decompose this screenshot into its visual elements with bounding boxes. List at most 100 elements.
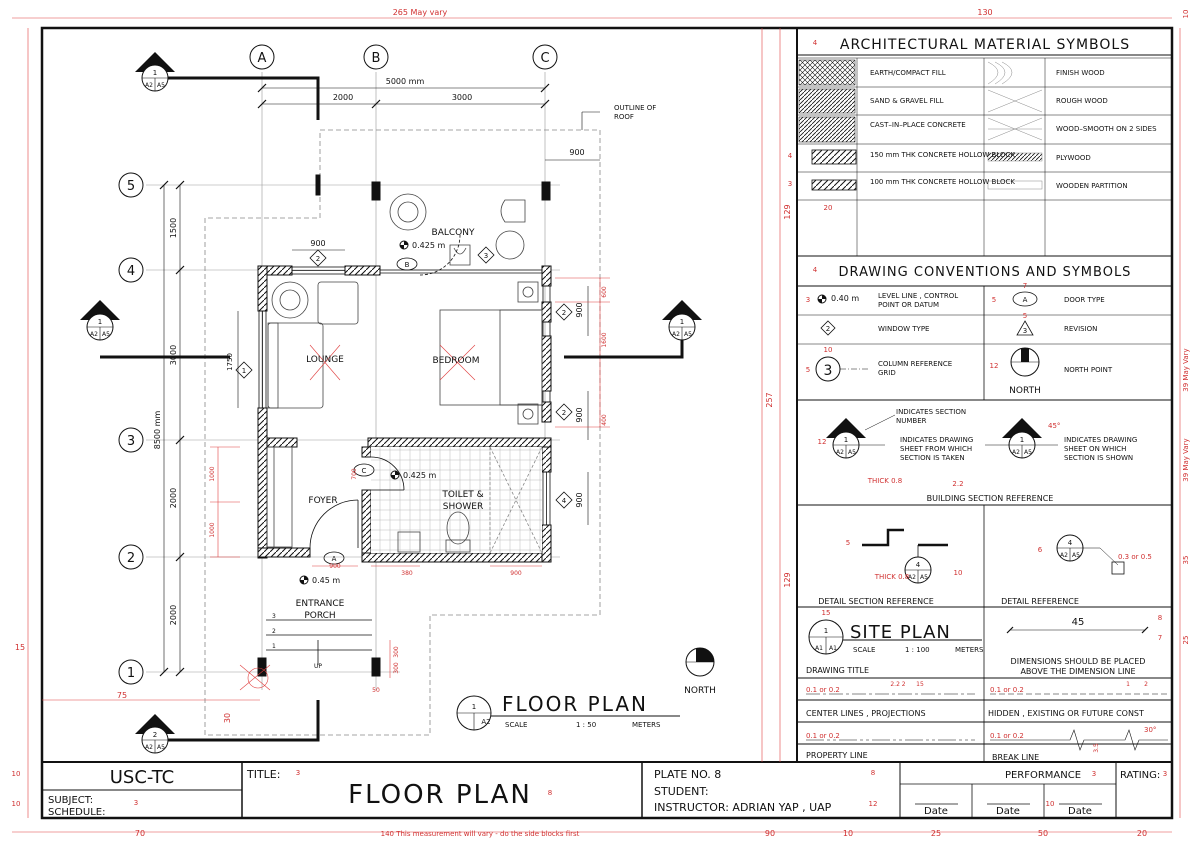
room-balcony: BALCONY (432, 228, 475, 238)
tb-dim-3d: 3 (134, 799, 138, 807)
swatch-plywood (987, 152, 1043, 162)
dim-39-may-vary-b: 39 May Vary (1182, 438, 1190, 481)
roof-label-1: OUTLINE OF (614, 104, 656, 112)
title-block (42, 762, 1117, 818)
svg-text:A5: A5 (1024, 449, 1032, 456)
svg-text:C: C (362, 467, 367, 475)
dim-top-left: 265 May vary (393, 8, 448, 17)
dim-win-1750: 1750 (226, 353, 234, 371)
dim-2000-v: 2000 (169, 488, 178, 508)
furniture (266, 193, 543, 553)
dim-2000-v2: 2000 (169, 605, 178, 625)
dim-panel-5d: 5 (846, 539, 850, 547)
svg-text:A2: A2 (1060, 552, 1068, 559)
tb-title-label: TITLE: (246, 768, 280, 781)
up-label: UP (314, 663, 322, 670)
dim-bottom-50: 50 (1038, 829, 1048, 838)
window-tag-1: 1 (235, 361, 253, 379)
door-tag-B: B (396, 257, 418, 271)
svg-text:1: 1 (98, 318, 102, 326)
grid-label-2: 2 (127, 551, 135, 566)
tb-dim-10c: 10 (12, 800, 21, 808)
svg-text:1: 1 (1020, 436, 1024, 444)
dim-2-2-2: 2.2 2 (890, 681, 905, 688)
dim-panel-5b: 5 (1023, 312, 1027, 320)
sec-on-1: INDICATES DRAWING (1064, 436, 1137, 444)
dim-red-1000b: 1000 (209, 522, 216, 537)
dim-red-50: 50 (372, 687, 380, 694)
dim-panel-7b: 7 (1158, 634, 1162, 642)
svg-text:3: 3 (1023, 327, 1027, 335)
dim-257: 257 (765, 392, 774, 407)
section-marker-top: 1 A2 A5 (135, 52, 175, 92)
sec-on-2: SHEET ON WHICH (1064, 445, 1126, 453)
conv-door-symbol: A (1012, 291, 1038, 307)
svg-text:4: 4 (562, 497, 567, 505)
swatch-concrete (798, 116, 856, 143)
conv-level-label-2: POINT OR DATUM (878, 301, 939, 309)
svg-text:0.40 m: 0.40 m (831, 294, 859, 303)
dim-1: 1 (1126, 681, 1130, 688)
plan-scale-value: 1 : 50 (576, 721, 596, 729)
dim-win-900d: 900 (575, 492, 584, 507)
svg-text:A2: A2 (908, 574, 916, 581)
sec-45deg: 45° (1048, 422, 1060, 430)
grid-bubble-3: 3 (118, 427, 144, 453)
dim-1500: 1500 (169, 218, 178, 238)
section-cut-lines (100, 76, 600, 742)
svg-text:1: 1 (242, 367, 246, 375)
tb-dim-3b: 3 (1092, 770, 1096, 778)
section-marker-right: 1 A2 A5 (600, 300, 702, 359)
grid-bubble-5: 5 (118, 172, 144, 198)
dim-red-400: 400 (601, 414, 608, 426)
section-marker-left: 1 A2 A5 (80, 300, 120, 341)
svg-text:4: 4 (1068, 539, 1073, 547)
grid-label-3: 3 (127, 434, 135, 449)
svg-text:A2: A2 (836, 449, 844, 456)
plan-dimensions-top (257, 83, 550, 109)
level-balcony: 0.425 m (412, 241, 445, 250)
conventions-title: DRAWING CONVENTIONS AND SYMBOLS (839, 265, 1132, 280)
plan-title-block: 1 A2 FLOOR PLAN SCALE 1 : 50 METERS (456, 692, 680, 731)
material-concrete: CAST–IN–PLACE CONCRETE (870, 121, 966, 129)
tb-date-2: Date (996, 806, 1020, 817)
conv-window-symbol: 2 (820, 320, 836, 336)
material-rough-wood: ROUGH WOOD (1056, 97, 1108, 105)
detail-ref: DETAIL REFERENCE (1001, 597, 1079, 606)
svg-text:1: 1 (824, 627, 828, 635)
svg-text:A5: A5 (1072, 552, 1080, 559)
svg-text:3: 3 (272, 613, 276, 620)
dim-bottom-mid: 140 This measurement will vary - do the … (381, 830, 580, 838)
tb-title: FLOOR PLAN (348, 780, 532, 810)
sec-from-2: SHEET FROM WHICH (900, 445, 972, 453)
grid-bubble-B: B (363, 44, 389, 70)
grid-lines (146, 72, 560, 690)
grid-label-5: 5 (127, 179, 135, 194)
dim-overhang: 900 (569, 148, 584, 157)
grid-label-C: C (540, 51, 549, 66)
sec-from-1: INDICATES DRAWING (900, 436, 973, 444)
svg-text:A2: A2 (481, 718, 490, 726)
doors (309, 234, 461, 549)
detail-dot-size: 0.3 or 0.5 (1118, 553, 1152, 561)
dim-129b: 129 (783, 572, 792, 587)
svg-text:3: 3 (824, 363, 833, 379)
svg-text:A: A (1023, 296, 1028, 304)
dim-2-b: 2 (1144, 681, 1148, 688)
dim-panel-10b: 10 (954, 569, 963, 577)
conv-detail-section: 4 A2 A5 (862, 528, 948, 584)
dim-top-right: 130 (977, 8, 992, 17)
dim-35-break: 3.5 (1093, 743, 1100, 753)
svg-text:1: 1 (844, 436, 848, 444)
detail-section-ref: DETAIL SECTION REFERENCE (818, 597, 934, 606)
plan-dimensions-left (159, 180, 185, 677)
level-marker-porch: 0.45 m (299, 575, 340, 585)
dim-panel-3: 3 (788, 180, 792, 188)
dim-panel-3b: 3 (806, 296, 810, 304)
dim-panel-12b: 12 (818, 438, 827, 446)
grid-label-B: B (372, 51, 381, 66)
swatch-gravel (798, 88, 856, 114)
windows (258, 266, 551, 526)
dim-8500: 8500 mm (153, 411, 162, 450)
room-toilet-1: TOILET & (441, 490, 483, 500)
